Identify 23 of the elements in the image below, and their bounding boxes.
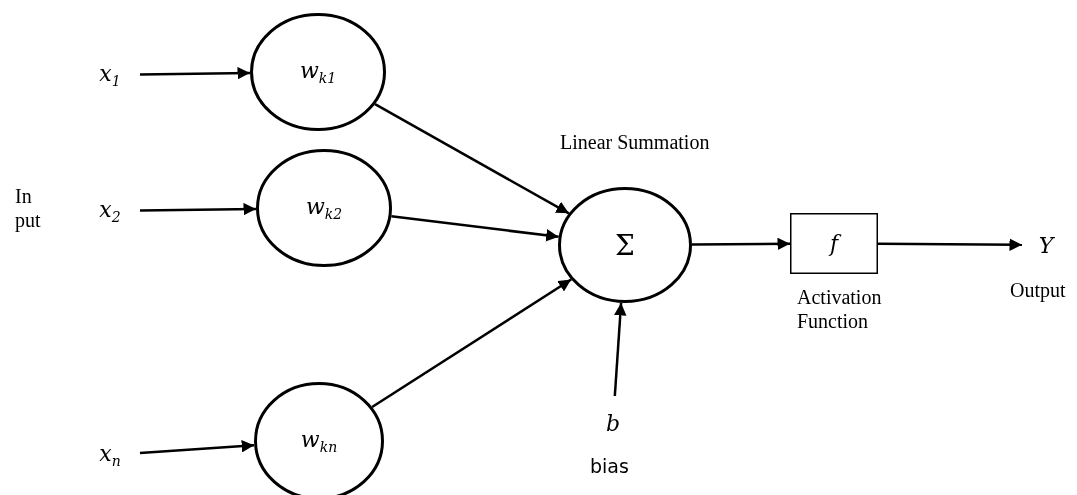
math-symbol: b [605,410,621,436]
math-symbol: x$_{1}$ [99,60,121,90]
math-symbol: Y [1038,232,1054,258]
arrow [878,238,1022,251]
math-symbol: w$_{k1}$ [299,57,337,87]
arrow [371,278,572,409]
math-symbol: x$_{2}$ [99,196,121,226]
arrow [139,439,255,455]
caption-text: Activation Function [797,285,883,333]
caption-text: Linear Summation [560,130,711,154]
arrow [139,66,251,80]
axis-label: In put [15,184,42,232]
arrow [692,237,790,251]
arrow [374,103,570,215]
math-symbol: w$_{k2}$ [305,193,343,223]
caption-text: bias [590,455,630,477]
math-symbol: w$_{kn}$ [300,426,338,456]
math-symbol: x$_{n}$ [99,440,121,470]
arrow [613,302,627,397]
arrow [140,202,257,216]
caption-text: Output [1010,278,1067,302]
arrow [391,215,559,242]
math-symbol: Σ [615,228,635,262]
